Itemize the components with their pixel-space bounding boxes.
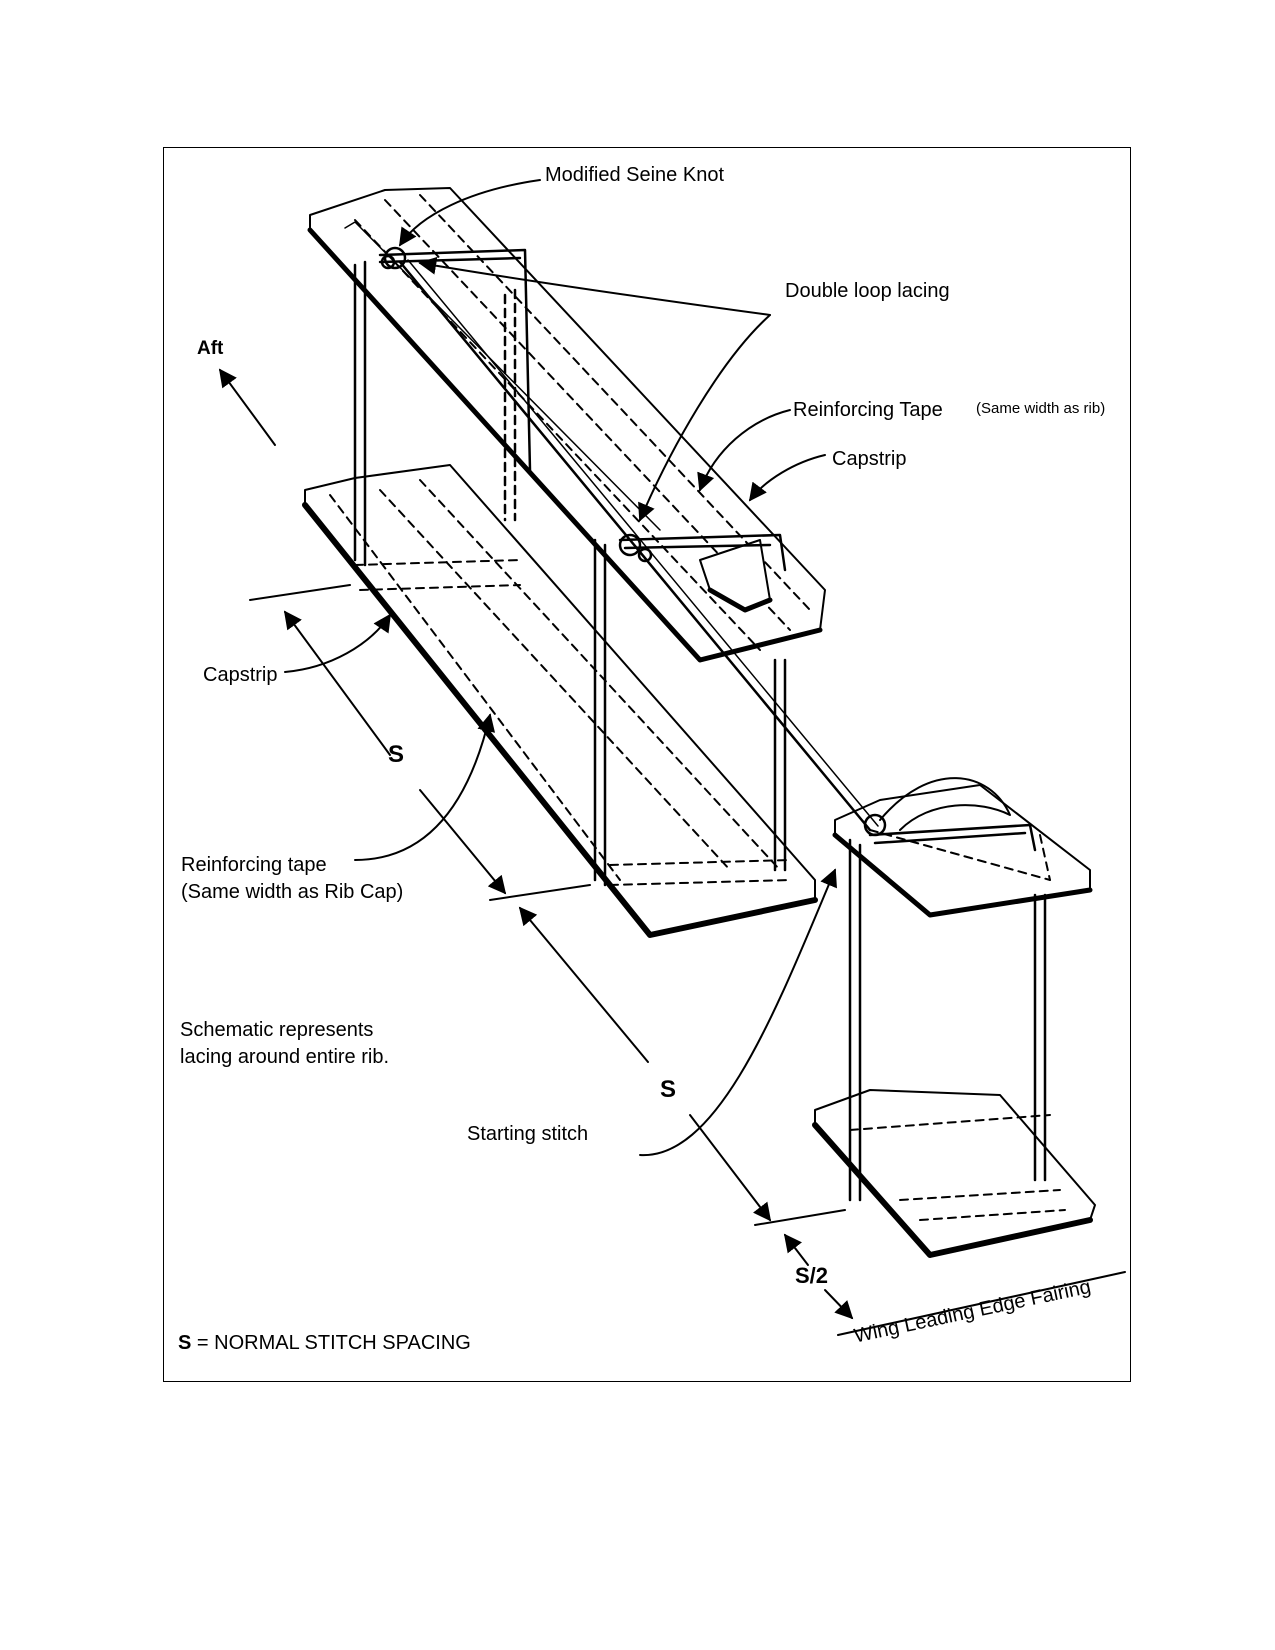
legend-text: = NORMAL STITCH SPACING bbox=[196, 1332, 471, 1354]
lacing-loop-3 bbox=[848, 777, 1047, 1202]
legend: S = NORMAL STITCH SPACING bbox=[178, 1331, 471, 1356]
label-spacing-s-2: S bbox=[660, 1076, 677, 1103]
label-reinforcing-tape-left-1: Reinforcing tape bbox=[181, 854, 327, 876]
label-reinforcing-tape-left-2: (Same width as Rib Cap) bbox=[181, 881, 404, 903]
front-rib-cap-lower bbox=[812, 1089, 1096, 1258]
label-spacing-half: S/2 bbox=[795, 1263, 829, 1288]
label-modified-seine-knot: Modified Seine Knot bbox=[545, 164, 725, 186]
label-schematic-note-1: Schematic represents bbox=[180, 1019, 374, 1041]
front-rib-cap-upper bbox=[832, 784, 1093, 918]
dimension-lines bbox=[249, 584, 1126, 1336]
lacing-loop-1 bbox=[353, 246, 532, 567]
label-starting-stitch: Starting stitch bbox=[467, 1123, 589, 1145]
lacing-loop-2 bbox=[593, 533, 787, 887]
label-capstrip-right: Capstrip bbox=[832, 448, 907, 470]
label-spacing-s-1: S bbox=[388, 741, 405, 768]
diagram-frame bbox=[163, 147, 1131, 1382]
label-reinforcing-tape-top: Reinforcing Tape bbox=[793, 399, 943, 421]
lacing-cord bbox=[398, 260, 872, 832]
label-capstrip-left: Capstrip bbox=[203, 664, 278, 686]
legend-symbol: S bbox=[178, 1332, 192, 1354]
label-double-loop-lacing: Double loop lacing bbox=[785, 280, 950, 302]
lacing-cord-edge bbox=[407, 259, 879, 827]
label-aft: Aft bbox=[197, 338, 224, 359]
upper-rib-cap bbox=[307, 187, 826, 663]
label-schematic-note-2: lacing around entire rib. bbox=[180, 1046, 390, 1068]
label-reinforcing-tape-top-note: (Same width as rib) bbox=[976, 400, 1106, 417]
lower-rib-cap bbox=[302, 464, 818, 938]
